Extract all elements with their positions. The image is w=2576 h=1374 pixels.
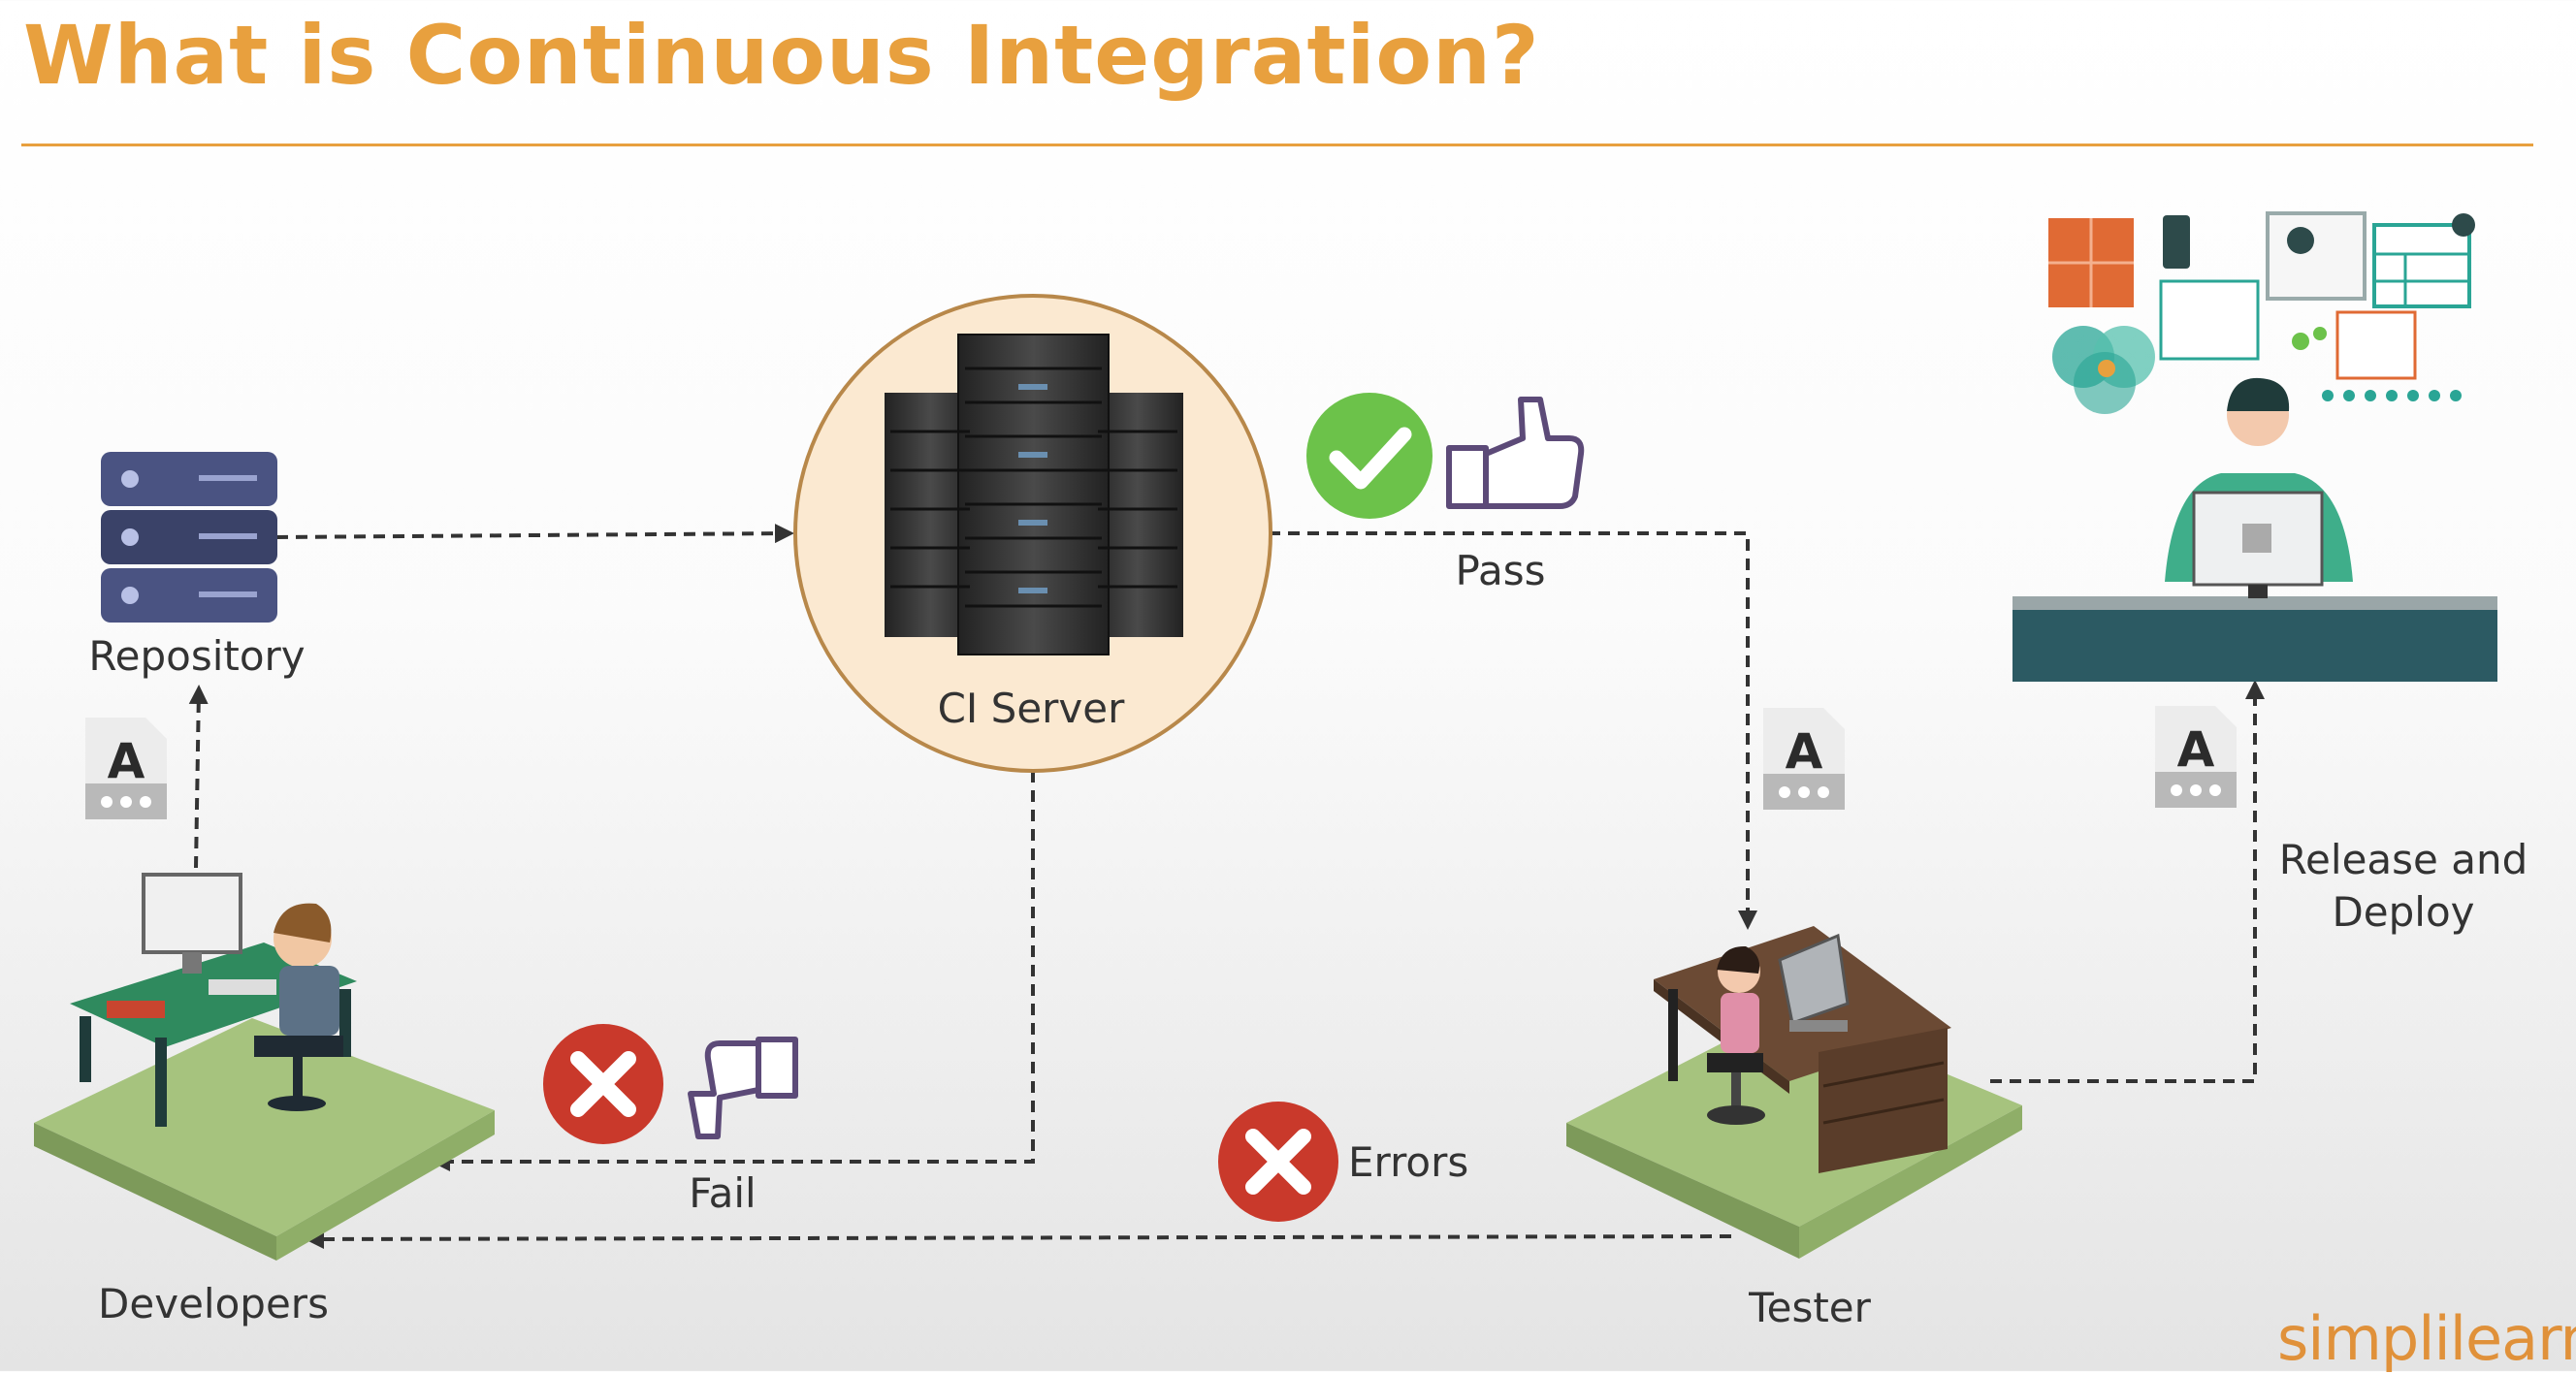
artifact-letter: A bbox=[1785, 723, 1823, 780]
tester-errors-to-dev-arrow bbox=[305, 1229, 1732, 1249]
slide-title: What is Continuous Integration? bbox=[23, 8, 1540, 103]
artifact-letter: A bbox=[107, 733, 145, 789]
thumbs-up-icon bbox=[1446, 397, 1585, 509]
fail-label: Fail bbox=[689, 1169, 757, 1217]
deploy-illustration bbox=[2012, 211, 2497, 682]
tester-illustration bbox=[1566, 926, 2022, 1259]
dev-to-repo-arrow bbox=[188, 685, 209, 869]
release-label-line2: Deploy bbox=[2332, 888, 2475, 936]
x-circle-icon bbox=[543, 1024, 663, 1144]
developers-illustration bbox=[34, 873, 495, 1261]
tester-release-arrow bbox=[1990, 680, 2265, 1083]
repository-label: Repository bbox=[88, 632, 306, 680]
document-file-icon bbox=[85, 718, 167, 819]
ci-server-node bbox=[793, 294, 1272, 773]
title-divider bbox=[21, 144, 2533, 146]
check-circle-icon bbox=[1306, 393, 1433, 519]
pass-label: Pass bbox=[1455, 547, 1546, 594]
ci-server-label: CI Server bbox=[937, 685, 1125, 732]
tester-label: Tester bbox=[1749, 1284, 1871, 1331]
document-file-icon bbox=[2155, 706, 2237, 808]
developers-label: Developers bbox=[98, 1280, 329, 1327]
document-file-icon bbox=[1763, 708, 1845, 810]
connectors bbox=[188, 524, 2265, 1249]
thumbs-down-icon bbox=[688, 1037, 798, 1139]
server-rack-icon bbox=[885, 334, 1183, 655]
repo-to-ci-arrow bbox=[275, 524, 794, 544]
brand-logo: simplilearn bbox=[2277, 1303, 2576, 1374]
errors-label: Errors bbox=[1348, 1138, 1469, 1186]
release-label-line1: Release and bbox=[2278, 836, 2528, 883]
ci-fail-to-dev-arrow bbox=[431, 771, 1035, 1171]
x-circle-icon bbox=[1218, 1102, 1338, 1222]
database-stack-icon bbox=[101, 452, 277, 623]
artifact-letter: A bbox=[2176, 721, 2215, 778]
ci-pass-to-tester-arrow bbox=[1269, 531, 1757, 930]
